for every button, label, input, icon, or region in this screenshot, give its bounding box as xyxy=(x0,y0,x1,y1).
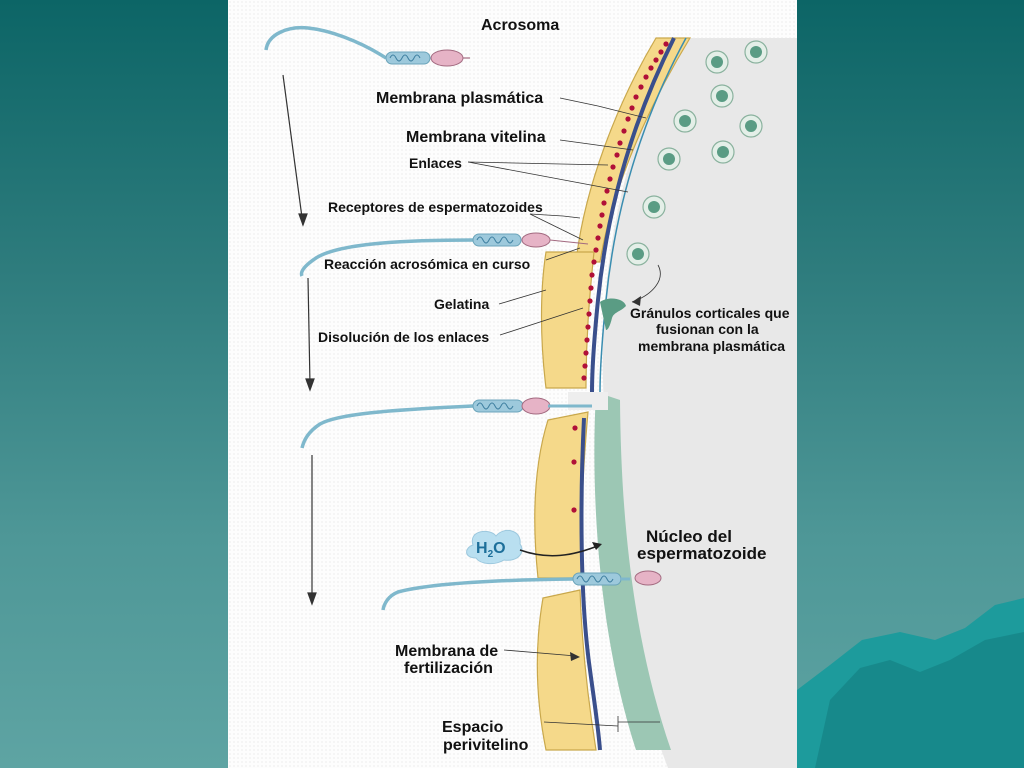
sperm-entered xyxy=(381,570,662,611)
vitelline-membrane xyxy=(590,37,676,393)
perivitelline-space xyxy=(594,392,671,750)
label-granulos-line3: membrana plasmática xyxy=(638,338,785,354)
fertilization-diagram: Acrosoma Membrana plasmática Membrana vi… xyxy=(264,17,797,768)
label-membrana-fertilizacion-line1: Membrana de xyxy=(395,643,498,660)
leader-lines xyxy=(467,97,661,732)
mountain-decoration-shade xyxy=(815,632,1024,768)
fertilization-membrane xyxy=(579,417,602,751)
label-membrana-plasmatica: Membrana plasmática xyxy=(376,90,543,107)
sperm-approaching xyxy=(264,25,470,67)
label-membrana-vitelina: Membrana vitelina xyxy=(406,129,546,146)
label-membrana-fertilizacion-line2: fertilización xyxy=(404,660,493,677)
label-espacio-line1: Espacio xyxy=(442,719,504,736)
egg-cytoplasm xyxy=(602,38,797,768)
water-influx xyxy=(466,529,602,565)
label-granulos-line1: Gránulos corticales que xyxy=(630,305,790,321)
label-acrosoma: Acrosoma xyxy=(481,17,559,34)
sperm-fusing xyxy=(300,397,592,449)
label-nucleo-line1: Núcleo del xyxy=(646,527,732,546)
sperm-receptors xyxy=(571,41,669,513)
label-nucleo-line2: espermatozoide xyxy=(637,544,766,563)
sequence-arrows xyxy=(282,74,317,606)
jelly-coat-bottom xyxy=(536,589,597,751)
label-enlaces: Enlaces xyxy=(409,155,462,171)
label-gelatina: Gelatina xyxy=(434,296,489,312)
diagram-panel: Acrosoma Membrana plasmática Membrana vi… xyxy=(228,0,797,768)
sperm-nucleus xyxy=(634,570,662,586)
plasma-membrane xyxy=(599,37,687,393)
label-h2o: H2O xyxy=(476,540,506,560)
h2o-cloud xyxy=(466,529,523,565)
label-disolucion: Disolución de los enlaces xyxy=(318,329,489,345)
fusing-granule xyxy=(600,298,626,330)
label-reaccion-acrosomica: Reacción acrosómica en curso xyxy=(324,256,530,272)
cortical-granules xyxy=(600,40,768,330)
sperm-binding xyxy=(299,232,589,277)
label-granulos-line2: fusionan con la xyxy=(656,321,759,337)
label-espacio-line2: perivitelino xyxy=(443,737,529,754)
label-receptores: Receptores de espermatozoides xyxy=(328,199,543,215)
